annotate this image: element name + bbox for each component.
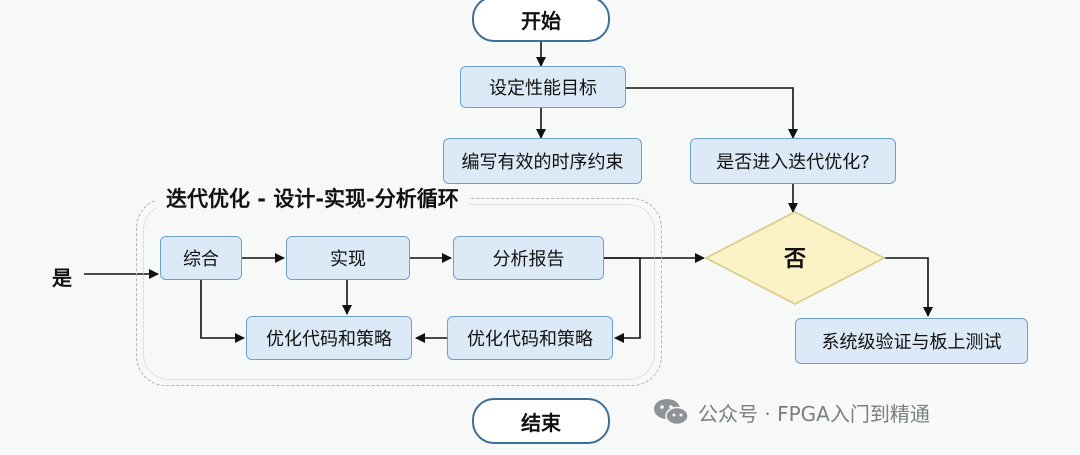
start-node: 开始 bbox=[472, 0, 610, 42]
decision-label: 否 bbox=[783, 247, 806, 272]
write-constraints-node: 编写有效的时序约束 bbox=[443, 138, 642, 184]
watermark-text: 公众号 · FPGA入门到精通 bbox=[698, 401, 930, 426]
synthesis-node: 综合 bbox=[160, 236, 242, 280]
yes-label: 是 bbox=[52, 266, 72, 290]
implementation-node: 实现 bbox=[286, 236, 410, 280]
iteration-loop-title: 迭代优化 - 设计-实现-分析循环 bbox=[156, 181, 469, 215]
end-node: 结束 bbox=[472, 398, 610, 444]
system-verify-node: 系统级验证与板上测试 bbox=[795, 318, 1028, 364]
optimize-right-node: 优化代码和策略 bbox=[447, 316, 613, 360]
set-target-node: 设定性能目标 bbox=[460, 66, 626, 108]
optimize-left-node: 优化代码和策略 bbox=[246, 316, 412, 360]
decision-diamond bbox=[704, 210, 886, 306]
analysis-report-node: 分析报告 bbox=[453, 236, 604, 280]
wechat-icon bbox=[654, 399, 689, 426]
arrow-report-to-optimize-right bbox=[604, 257, 641, 343]
watermark: 公众号 · FPGA入门到精通 bbox=[652, 396, 930, 428]
enter-iteration-node: 是否进入迭代优化? bbox=[690, 138, 896, 184]
arrow-decision-to-verify bbox=[884, 257, 933, 317]
arrow-synthesis-to-optimize bbox=[200, 280, 245, 343]
arrow-target-to-iteration bbox=[626, 87, 798, 139]
